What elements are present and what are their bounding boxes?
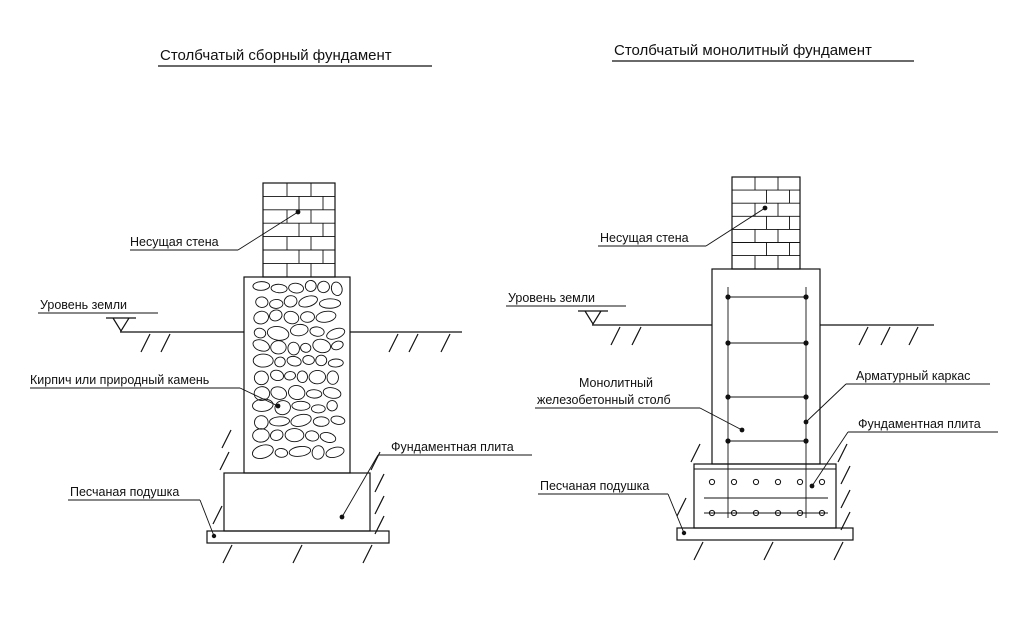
left-leader-slab-dot — [339, 514, 345, 520]
right-foundation-slab — [693, 463, 837, 529]
left-sand-cushion — [206, 530, 390, 544]
left-stone-pillar — [243, 276, 351, 474]
right-leader-pillar-dot — [739, 427, 745, 433]
right-rebar-cage — [725, 287, 809, 518]
right-brick-wall — [731, 176, 801, 270]
right-label-ground: Уровень земли — [508, 291, 595, 305]
right-leader-sand — [667, 493, 685, 534]
right-leader-sand-dot — [681, 530, 687, 536]
left-label-slab: Фундаментная плита — [391, 440, 514, 454]
left-title: Столбчатый сборный фундамент — [160, 47, 392, 64]
right-label-pillar-line2: железобетонный столб — [537, 393, 671, 407]
right-diagram: Столбчатый монолитный фундамент — [506, 42, 998, 561]
left-foundation-slab — [223, 472, 371, 532]
right-leader-rebar — [805, 383, 847, 423]
left-label-ground: Уровень земли — [40, 298, 127, 312]
left-leader-stone-dot — [275, 403, 281, 409]
left-diagram: Столбчатый сборный фундамент Несущая сте… — [30, 47, 532, 564]
right-leader-rebar-dot — [803, 419, 809, 425]
left-leader-sand-dot — [211, 533, 217, 539]
right-leader-wall — [705, 207, 766, 247]
left-leader-wall-dot — [295, 209, 301, 215]
right-sand-cushion — [676, 527, 854, 541]
right-leader-slab — [811, 431, 849, 487]
left-leader-sand — [199, 499, 215, 537]
left-brick-wall — [262, 182, 336, 278]
left-label-wall: Несущая стена — [130, 235, 219, 249]
left-ground-level-marker — [106, 317, 136, 333]
right-label-pillar-line1: Монолитный — [579, 376, 653, 390]
right-title: Столбчатый монолитный фундамент — [614, 42, 872, 59]
left-label-sand: Песчаная подушка — [70, 485, 179, 499]
right-label-wall: Несущая стена — [600, 231, 689, 245]
left-leader-wall — [237, 211, 299, 251]
left-leader-stone — [239, 387, 279, 407]
right-label-slab: Фундаментная плита — [858, 417, 981, 431]
right-ground-level-marker — [578, 310, 608, 326]
left-leader-slab — [341, 454, 379, 518]
right-label-sand: Песчаная подушка — [540, 479, 649, 493]
right-label-rebar: Арматурный каркас — [856, 369, 970, 383]
left-label-stone: Кирпич или природный камень — [30, 373, 209, 387]
right-leader-pillar — [699, 407, 743, 431]
right-leader-wall-dot — [762, 205, 768, 211]
right-leader-slab-dot — [809, 483, 815, 489]
